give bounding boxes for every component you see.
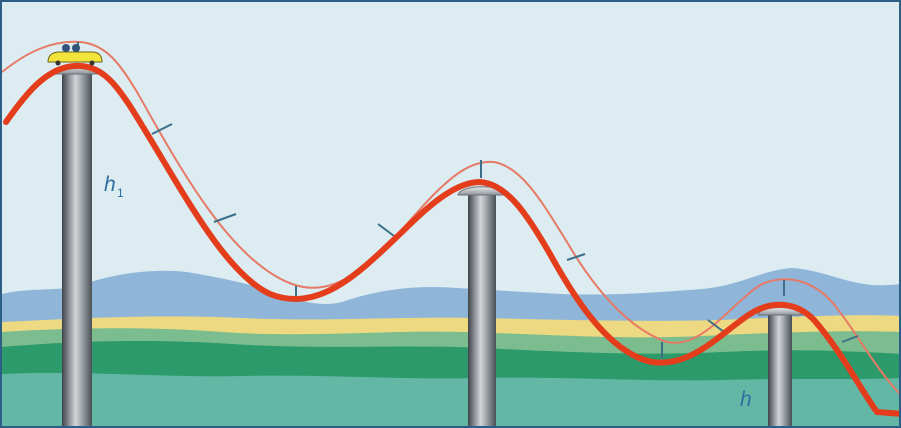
tie-3 <box>213 213 237 223</box>
pillar-3 <box>757 307 803 426</box>
dark-grass-band <box>2 340 899 387</box>
pillar-3-column <box>768 314 792 426</box>
label-h1-subscript: 1 <box>117 186 124 200</box>
rider-2 <box>72 44 80 52</box>
pillar-2-column <box>468 194 496 426</box>
car-body <box>47 51 103 63</box>
label-h: h <box>740 388 752 411</box>
lower-ground-band <box>2 372 899 426</box>
label-h1-main: h <box>104 173 116 196</box>
tie-9 <box>707 319 725 333</box>
main-track <box>3 62 899 417</box>
tie-2 <box>151 123 173 135</box>
pillar-1-column <box>62 74 92 426</box>
tie-11 <box>841 335 859 343</box>
rider-1 <box>62 44 70 52</box>
label-h1: h 1 <box>104 173 124 200</box>
tie-5 <box>377 223 395 237</box>
upper-rail <box>2 40 899 395</box>
wheel-2 <box>89 60 95 66</box>
wheel-1 <box>55 60 61 66</box>
tie-7 <box>566 253 586 261</box>
coaster-car <box>47 44 103 66</box>
